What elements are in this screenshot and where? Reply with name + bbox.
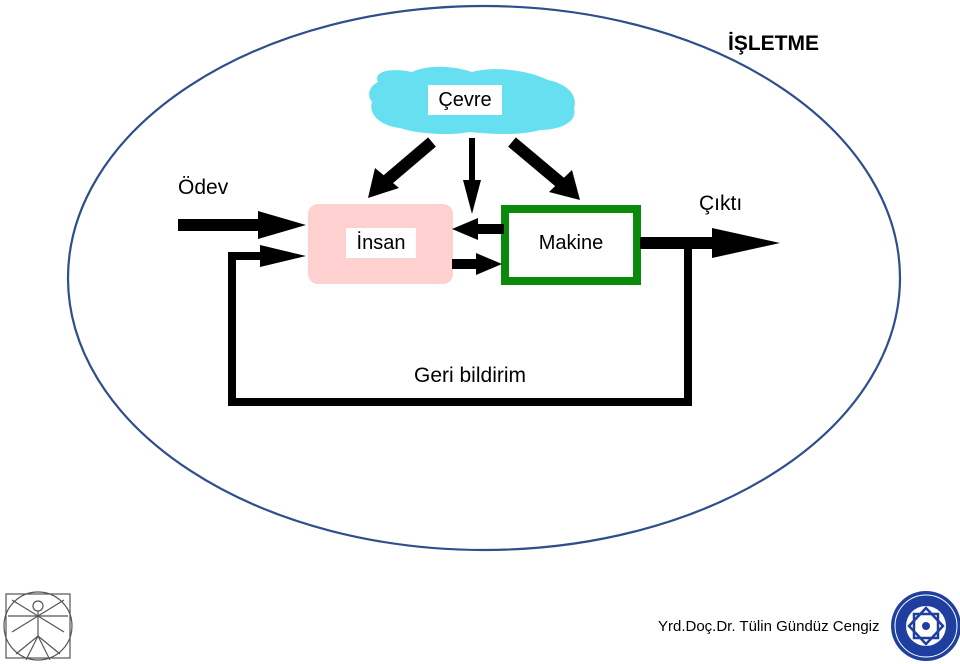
output-arrow — [640, 228, 780, 258]
environment-arrow-center — [463, 138, 481, 214]
environment-arrow-left — [368, 137, 436, 198]
machine-to-human-arrow — [452, 218, 504, 240]
page-title: İŞLETME — [728, 32, 820, 55]
feedback-loop — [228, 245, 692, 406]
environment-label: Çevre — [428, 85, 502, 115]
human-label: İnsan — [346, 228, 416, 258]
human-to-machine-arrow — [452, 253, 502, 275]
machine-label: Makine — [530, 228, 612, 258]
university-seal-icon — [891, 591, 960, 661]
input-label: Ödev — [178, 176, 229, 199]
feedback-label: Geri bildirim — [414, 364, 527, 387]
input-arrow — [178, 211, 306, 239]
environment-arrow-right — [508, 137, 580, 200]
output-label: Çıktı — [699, 192, 743, 215]
author-footer: Yrd.Doç.Dr. Tülin Gündüz Cengiz — [658, 618, 880, 635]
organization-ellipse — [66, 4, 902, 552]
vitruvian-man-icon — [3, 591, 73, 661]
